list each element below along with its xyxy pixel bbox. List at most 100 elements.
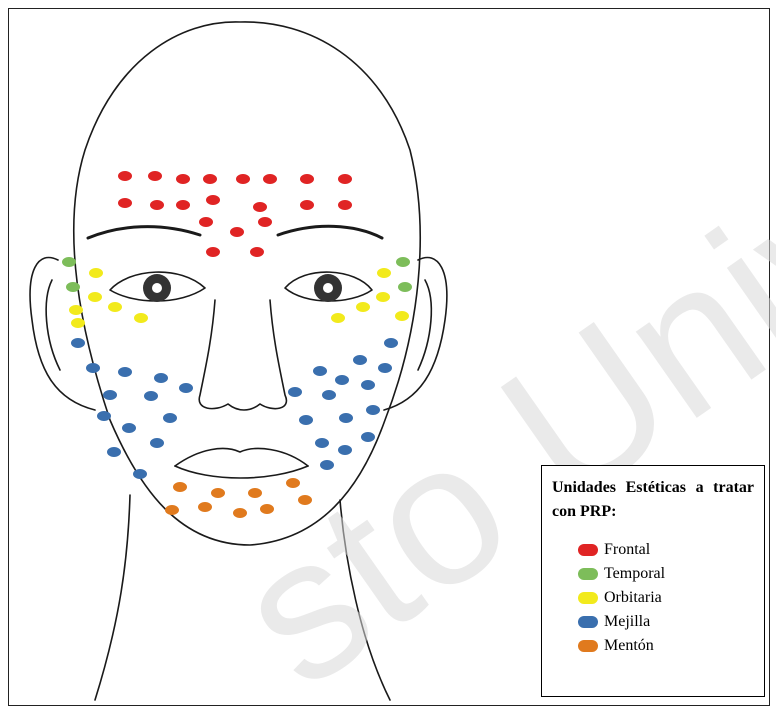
menton-point [286, 478, 300, 488]
orbitaria-point [88, 292, 102, 302]
right-ear [384, 258, 447, 411]
orbitaria-point [108, 302, 122, 312]
frontal-point [263, 174, 277, 184]
frontal-point [250, 247, 264, 257]
mejilla-point [150, 438, 164, 448]
mejilla-point [378, 363, 392, 373]
nose [199, 300, 286, 410]
menton-point [248, 488, 262, 498]
frontal-point [176, 200, 190, 210]
frontal-point [148, 171, 162, 181]
menton-point [173, 482, 187, 492]
legend-label: Frontal [604, 541, 650, 559]
mejilla-point [315, 438, 329, 448]
orbitaria-point [331, 313, 345, 323]
temporal-point [62, 257, 76, 267]
temporal-point [398, 282, 412, 292]
mejilla-point [144, 391, 158, 401]
frontal-point [150, 200, 164, 210]
legend-label: Mentón [604, 637, 654, 655]
mejilla-point [86, 363, 100, 373]
frontal-point [236, 174, 250, 184]
mejilla-point [103, 390, 117, 400]
menton-point [298, 495, 312, 505]
menton-point [211, 488, 225, 498]
orbitaria-point [377, 268, 391, 278]
frontal-point [258, 217, 272, 227]
frontal-point [206, 247, 220, 257]
orbitaria-point [89, 268, 103, 278]
temporal-swatch-icon [578, 568, 598, 580]
orbitaria-swatch-icon [578, 592, 598, 604]
legend-item-menton: Mentón [578, 634, 754, 658]
menton-point [165, 505, 179, 515]
frontal-point [253, 202, 267, 212]
mejilla-swatch-icon [578, 616, 598, 628]
frontal-point [300, 200, 314, 210]
frontal-swatch-icon [578, 544, 598, 556]
mejilla-point [320, 460, 334, 470]
legend-list: Frontal Temporal Orbitaria Mejilla Mentó… [552, 538, 754, 658]
mejilla-point [338, 445, 352, 455]
orbitaria-point [395, 311, 409, 321]
menton-swatch-icon [578, 640, 598, 652]
mejilla-point [118, 367, 132, 377]
temporal-point [66, 282, 80, 292]
frontal-point [176, 174, 190, 184]
right-eyebrow [278, 226, 382, 238]
orbitaria-point [69, 305, 83, 315]
orbitaria-point [376, 292, 390, 302]
frontal-point [118, 171, 132, 181]
mejilla-point [335, 375, 349, 385]
mejilla-point [299, 415, 313, 425]
right-ear-inner [418, 280, 431, 370]
frontal-point [203, 174, 217, 184]
legend-item-temporal: Temporal [578, 562, 754, 586]
mejilla-point [71, 338, 85, 348]
mejilla-point [154, 373, 168, 383]
neck-left [95, 495, 130, 700]
frontal-point [230, 227, 244, 237]
mejilla-point [366, 405, 380, 415]
left-ear-inner [46, 280, 60, 370]
mejilla-point [361, 380, 375, 390]
legend-label: Orbitaria [604, 589, 662, 607]
frontal-point [118, 198, 132, 208]
legend-label: Mejilla [604, 613, 650, 631]
mejilla-point [313, 366, 327, 376]
orbitaria-point [71, 318, 85, 328]
legend-item-mejilla: Mejilla [578, 610, 754, 634]
legend: Unidades Estéticas a tratar con PRP: Fro… [541, 465, 765, 697]
legend-title: Unidades Estéticas a tratar con PRP: [552, 476, 754, 524]
treatment-points [62, 171, 412, 518]
frontal-point [206, 195, 220, 205]
mejilla-point [179, 383, 193, 393]
legend-label: Temporal [604, 565, 665, 583]
mejilla-point [163, 413, 177, 423]
mejilla-point [122, 423, 136, 433]
left-eyebrow [88, 227, 200, 238]
legend-item-frontal: Frontal [578, 538, 754, 562]
menton-point [260, 504, 274, 514]
temporal-point [396, 257, 410, 267]
mejilla-point [322, 390, 336, 400]
neck-right [340, 500, 390, 700]
orbitaria-point [356, 302, 370, 312]
upper-lip [175, 449, 308, 466]
menton-point [233, 508, 247, 518]
frontal-point [300, 174, 314, 184]
mejilla-point [384, 338, 398, 348]
mejilla-point [353, 355, 367, 365]
frontal-point [338, 200, 352, 210]
mejilla-point [107, 447, 121, 457]
mejilla-point [97, 411, 111, 421]
orbitaria-point [134, 313, 148, 323]
mejilla-point [133, 469, 147, 479]
mejilla-point [361, 432, 375, 442]
head-outline [74, 22, 421, 545]
menton-point [198, 502, 212, 512]
frontal-point [199, 217, 213, 227]
frontal-point [338, 174, 352, 184]
lower-lip [175, 466, 308, 478]
legend-item-orbitaria: Orbitaria [578, 586, 754, 610]
